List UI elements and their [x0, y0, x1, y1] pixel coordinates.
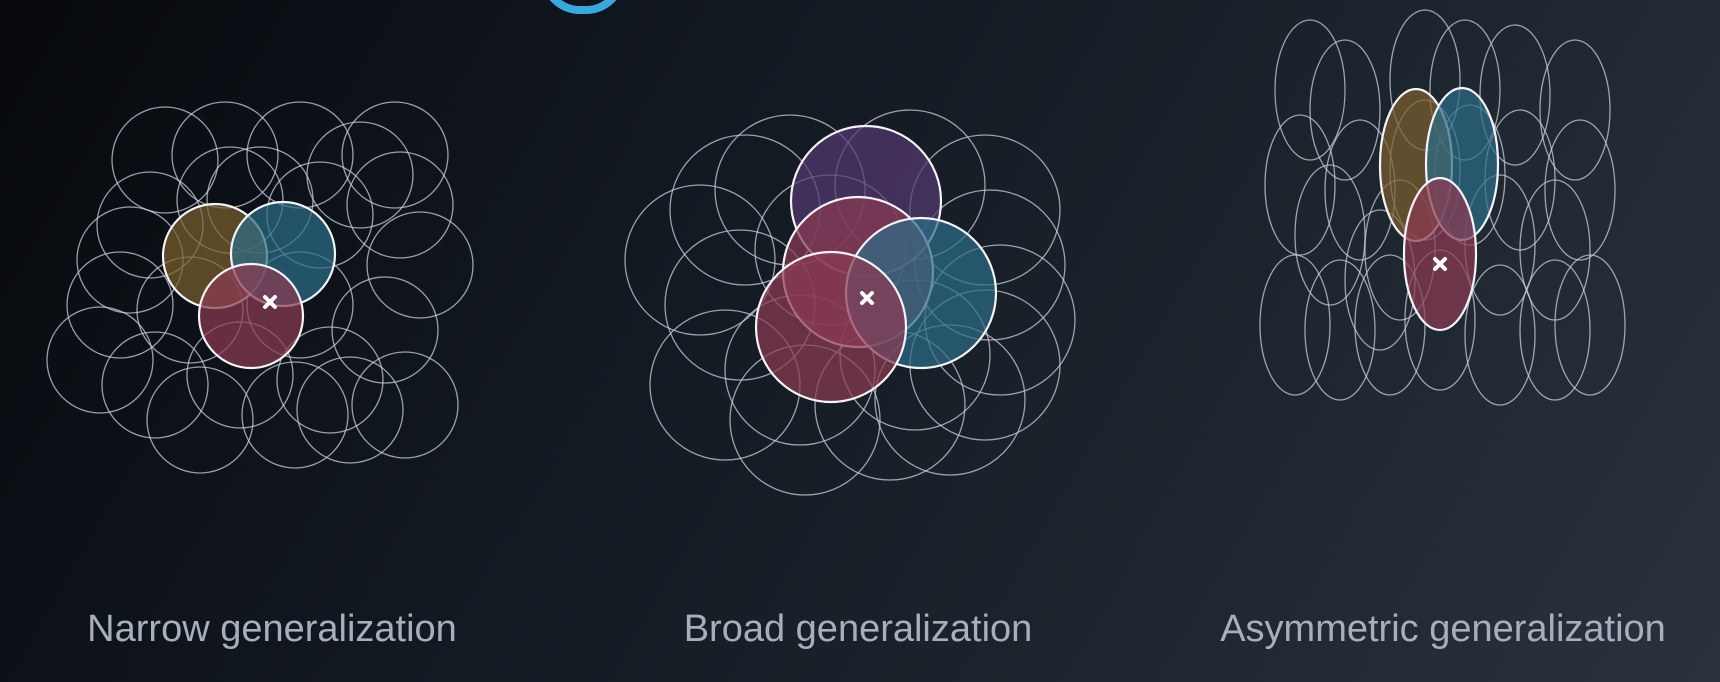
input-point-marker	[263, 295, 277, 309]
receptive-field-outline	[276, 326, 384, 434]
receptive-field-outline	[1479, 24, 1551, 166]
receptive-field-outline	[146, 366, 254, 474]
receptive-field-rose	[197, 262, 305, 370]
caption-asymmetric: Asymmetric generalization	[1220, 608, 1666, 650]
receptive-field-outline	[351, 351, 459, 459]
receptive-field-rose-bottom	[754, 250, 908, 404]
panel-narrow	[46, 101, 474, 474]
receptive-field-outline	[66, 251, 174, 359]
receptive-field-outline	[1274, 19, 1346, 161]
receptive-field-outline	[331, 276, 439, 384]
receptive-field-outline	[101, 331, 209, 439]
receptive-field-outline	[111, 106, 219, 214]
input-point-marker	[860, 291, 874, 305]
receptive-field-outline	[1294, 164, 1366, 306]
caption-narrow: Narrow generalization	[87, 608, 457, 650]
receptive-field-outline	[241, 361, 349, 469]
receptive-field-outline	[246, 101, 354, 209]
receptive-field-outline	[1519, 259, 1591, 401]
receptive-field-outline	[306, 121, 414, 229]
receptive-field-outline	[366, 211, 474, 319]
receptive-field-outline	[1464, 264, 1536, 406]
receptive-field-outline	[624, 184, 776, 336]
receptive-field-rose	[1402, 176, 1478, 332]
receptive-field-outline	[1259, 254, 1331, 396]
receptive-field-outline	[1354, 254, 1426, 396]
receptive-field-outline	[1554, 254, 1626, 396]
receptive-field-outline	[1544, 119, 1616, 261]
input-point-marker	[1433, 257, 1447, 271]
receptive-field-outline	[341, 101, 449, 209]
panel-broad	[624, 109, 1076, 496]
receptive-field-outline	[1539, 39, 1611, 181]
panel-asymmetric	[1259, 9, 1626, 406]
receptive-field-outline	[1309, 39, 1381, 181]
receptive-field-outline	[1304, 259, 1376, 401]
receptive-field-outline	[346, 151, 454, 259]
caption-broad: Broad generalization	[683, 608, 1033, 650]
receptive-field-outline	[46, 306, 154, 414]
receptive-field-outline	[296, 356, 404, 464]
